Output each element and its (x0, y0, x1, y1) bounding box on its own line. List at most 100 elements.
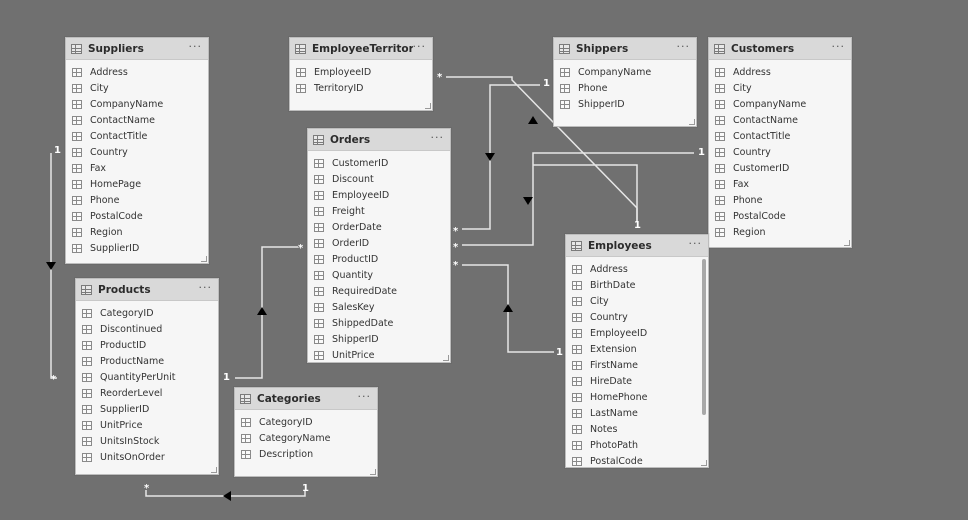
field-row[interactable]: Phone (554, 80, 696, 96)
field-row[interactable]: UnitPrice (76, 417, 218, 433)
resize-handle[interactable] (844, 240, 850, 246)
resize-handle[interactable] (443, 355, 449, 361)
field-row[interactable]: Address (66, 64, 208, 80)
more-options-icon[interactable]: ··· (831, 39, 845, 53)
field-row[interactable]: Phone (709, 192, 851, 208)
table-employee-territories[interactable]: EmployeeTerritories ··· EmployeeIDTerrit… (289, 37, 433, 111)
field-row[interactable]: ContactTitle (709, 128, 851, 144)
field-row[interactable]: Country (709, 144, 851, 160)
table-header[interactable]: Suppliers ··· (66, 38, 208, 60)
field-row[interactable]: Notes (566, 421, 708, 437)
field-row[interactable]: PostalCode (66, 208, 208, 224)
field-row[interactable]: HomePage (66, 176, 208, 192)
field-row[interactable]: PhotoPath (566, 437, 708, 453)
field-row[interactable]: City (709, 80, 851, 96)
field-row[interactable]: Country (566, 309, 708, 325)
field-row[interactable]: Discount (308, 171, 450, 187)
table-header[interactable]: Categories ··· (235, 388, 377, 410)
field-row[interactable]: ProductID (76, 337, 218, 353)
field-row[interactable]: CustomerID (709, 160, 851, 176)
more-options-icon[interactable]: ··· (430, 130, 444, 144)
table-header[interactable]: Orders ··· (308, 129, 450, 151)
field-row[interactable]: CustomerID (308, 155, 450, 171)
resize-handle[interactable] (689, 119, 695, 125)
field-row[interactable]: Country (66, 144, 208, 160)
table-header[interactable]: Customers ··· (709, 38, 851, 60)
field-row[interactable]: Region (709, 224, 851, 240)
field-row[interactable]: LastName (566, 405, 708, 421)
field-row[interactable]: Address (709, 64, 851, 80)
field-row[interactable]: SupplierID (76, 401, 218, 417)
field-row[interactable]: ContactName (709, 112, 851, 128)
more-options-icon[interactable]: ··· (676, 39, 690, 53)
field-row[interactable]: OrderDate (308, 219, 450, 235)
field-row[interactable]: CompanyName (66, 96, 208, 112)
field-row[interactable]: HomePhone (566, 389, 708, 405)
field-row[interactable]: City (566, 293, 708, 309)
field-row[interactable]: Freight (308, 203, 450, 219)
field-row[interactable]: Description (235, 446, 377, 462)
field-row[interactable]: EmployeeID (290, 64, 432, 80)
field-row[interactable]: Fax (709, 176, 851, 192)
field-row[interactable]: QuantityPerUnit (76, 369, 218, 385)
field-row[interactable]: SalesKey (308, 299, 450, 315)
table-header[interactable]: Shippers ··· (554, 38, 696, 60)
field-row[interactable]: UnitsOnOrder (76, 449, 218, 465)
field-row[interactable]: City (66, 80, 208, 96)
field-row[interactable]: ProductName (76, 353, 218, 369)
field-row[interactable]: RequiredDate (308, 283, 450, 299)
field-row[interactable]: CategoryName (235, 430, 377, 446)
resize-handle[interactable] (370, 469, 376, 475)
field-row[interactable]: OrderID (308, 235, 450, 251)
more-options-icon[interactable]: ··· (188, 39, 202, 53)
field-row[interactable]: ShippedDate (308, 315, 450, 331)
table-header[interactable]: Employees ··· (566, 235, 708, 257)
vertical-scrollbar[interactable] (702, 259, 706, 415)
more-options-icon[interactable]: ··· (412, 39, 426, 53)
field-row[interactable]: ShipperID (554, 96, 696, 112)
field-row[interactable]: PostalCode (709, 208, 851, 224)
table-header[interactable]: Products ··· (76, 279, 218, 301)
field-row[interactable]: ContactName (66, 112, 208, 128)
field-row[interactable]: Phone (66, 192, 208, 208)
resize-handle[interactable] (701, 460, 707, 466)
field-row[interactable]: CompanyName (709, 96, 851, 112)
field-row[interactable]: Discontinued (76, 321, 218, 337)
field-row[interactable]: SupplierID (66, 240, 208, 256)
field-row[interactable]: Region (66, 224, 208, 240)
field-row[interactable]: ProductID (308, 251, 450, 267)
field-row[interactable]: EmployeeID (308, 187, 450, 203)
field-row[interactable]: ShipperID (308, 331, 450, 347)
resize-handle[interactable] (425, 103, 431, 109)
field-row[interactable]: Fax (66, 160, 208, 176)
field-row[interactable]: UnitPrice (308, 347, 450, 362)
field-row[interactable]: Extension (566, 341, 708, 357)
field-row[interactable]: CategoryID (76, 305, 218, 321)
field-row[interactable]: ContactTitle (66, 128, 208, 144)
more-options-icon[interactable]: ··· (688, 236, 702, 250)
resize-handle[interactable] (201, 256, 207, 262)
resize-handle[interactable] (211, 467, 217, 473)
field-row[interactable]: TerritoryID (290, 80, 432, 96)
field-row[interactable]: Address (566, 261, 708, 277)
field-row[interactable]: UnitsInStock (76, 433, 218, 449)
table-header[interactable]: EmployeeTerritories ··· (290, 38, 432, 60)
field-row[interactable]: CompanyName (554, 64, 696, 80)
field-row[interactable]: Quantity (308, 267, 450, 283)
field-row[interactable]: EmployeeID (566, 325, 708, 341)
field-row[interactable]: ReorderLevel (76, 385, 218, 401)
field-row[interactable]: FirstName (566, 357, 708, 373)
field-row[interactable]: CategoryID (235, 414, 377, 430)
field-row[interactable]: BirthDate (566, 277, 708, 293)
more-options-icon[interactable]: ··· (357, 389, 371, 403)
more-options-icon[interactable]: ··· (198, 280, 212, 294)
field-row[interactable]: HireDate (566, 373, 708, 389)
